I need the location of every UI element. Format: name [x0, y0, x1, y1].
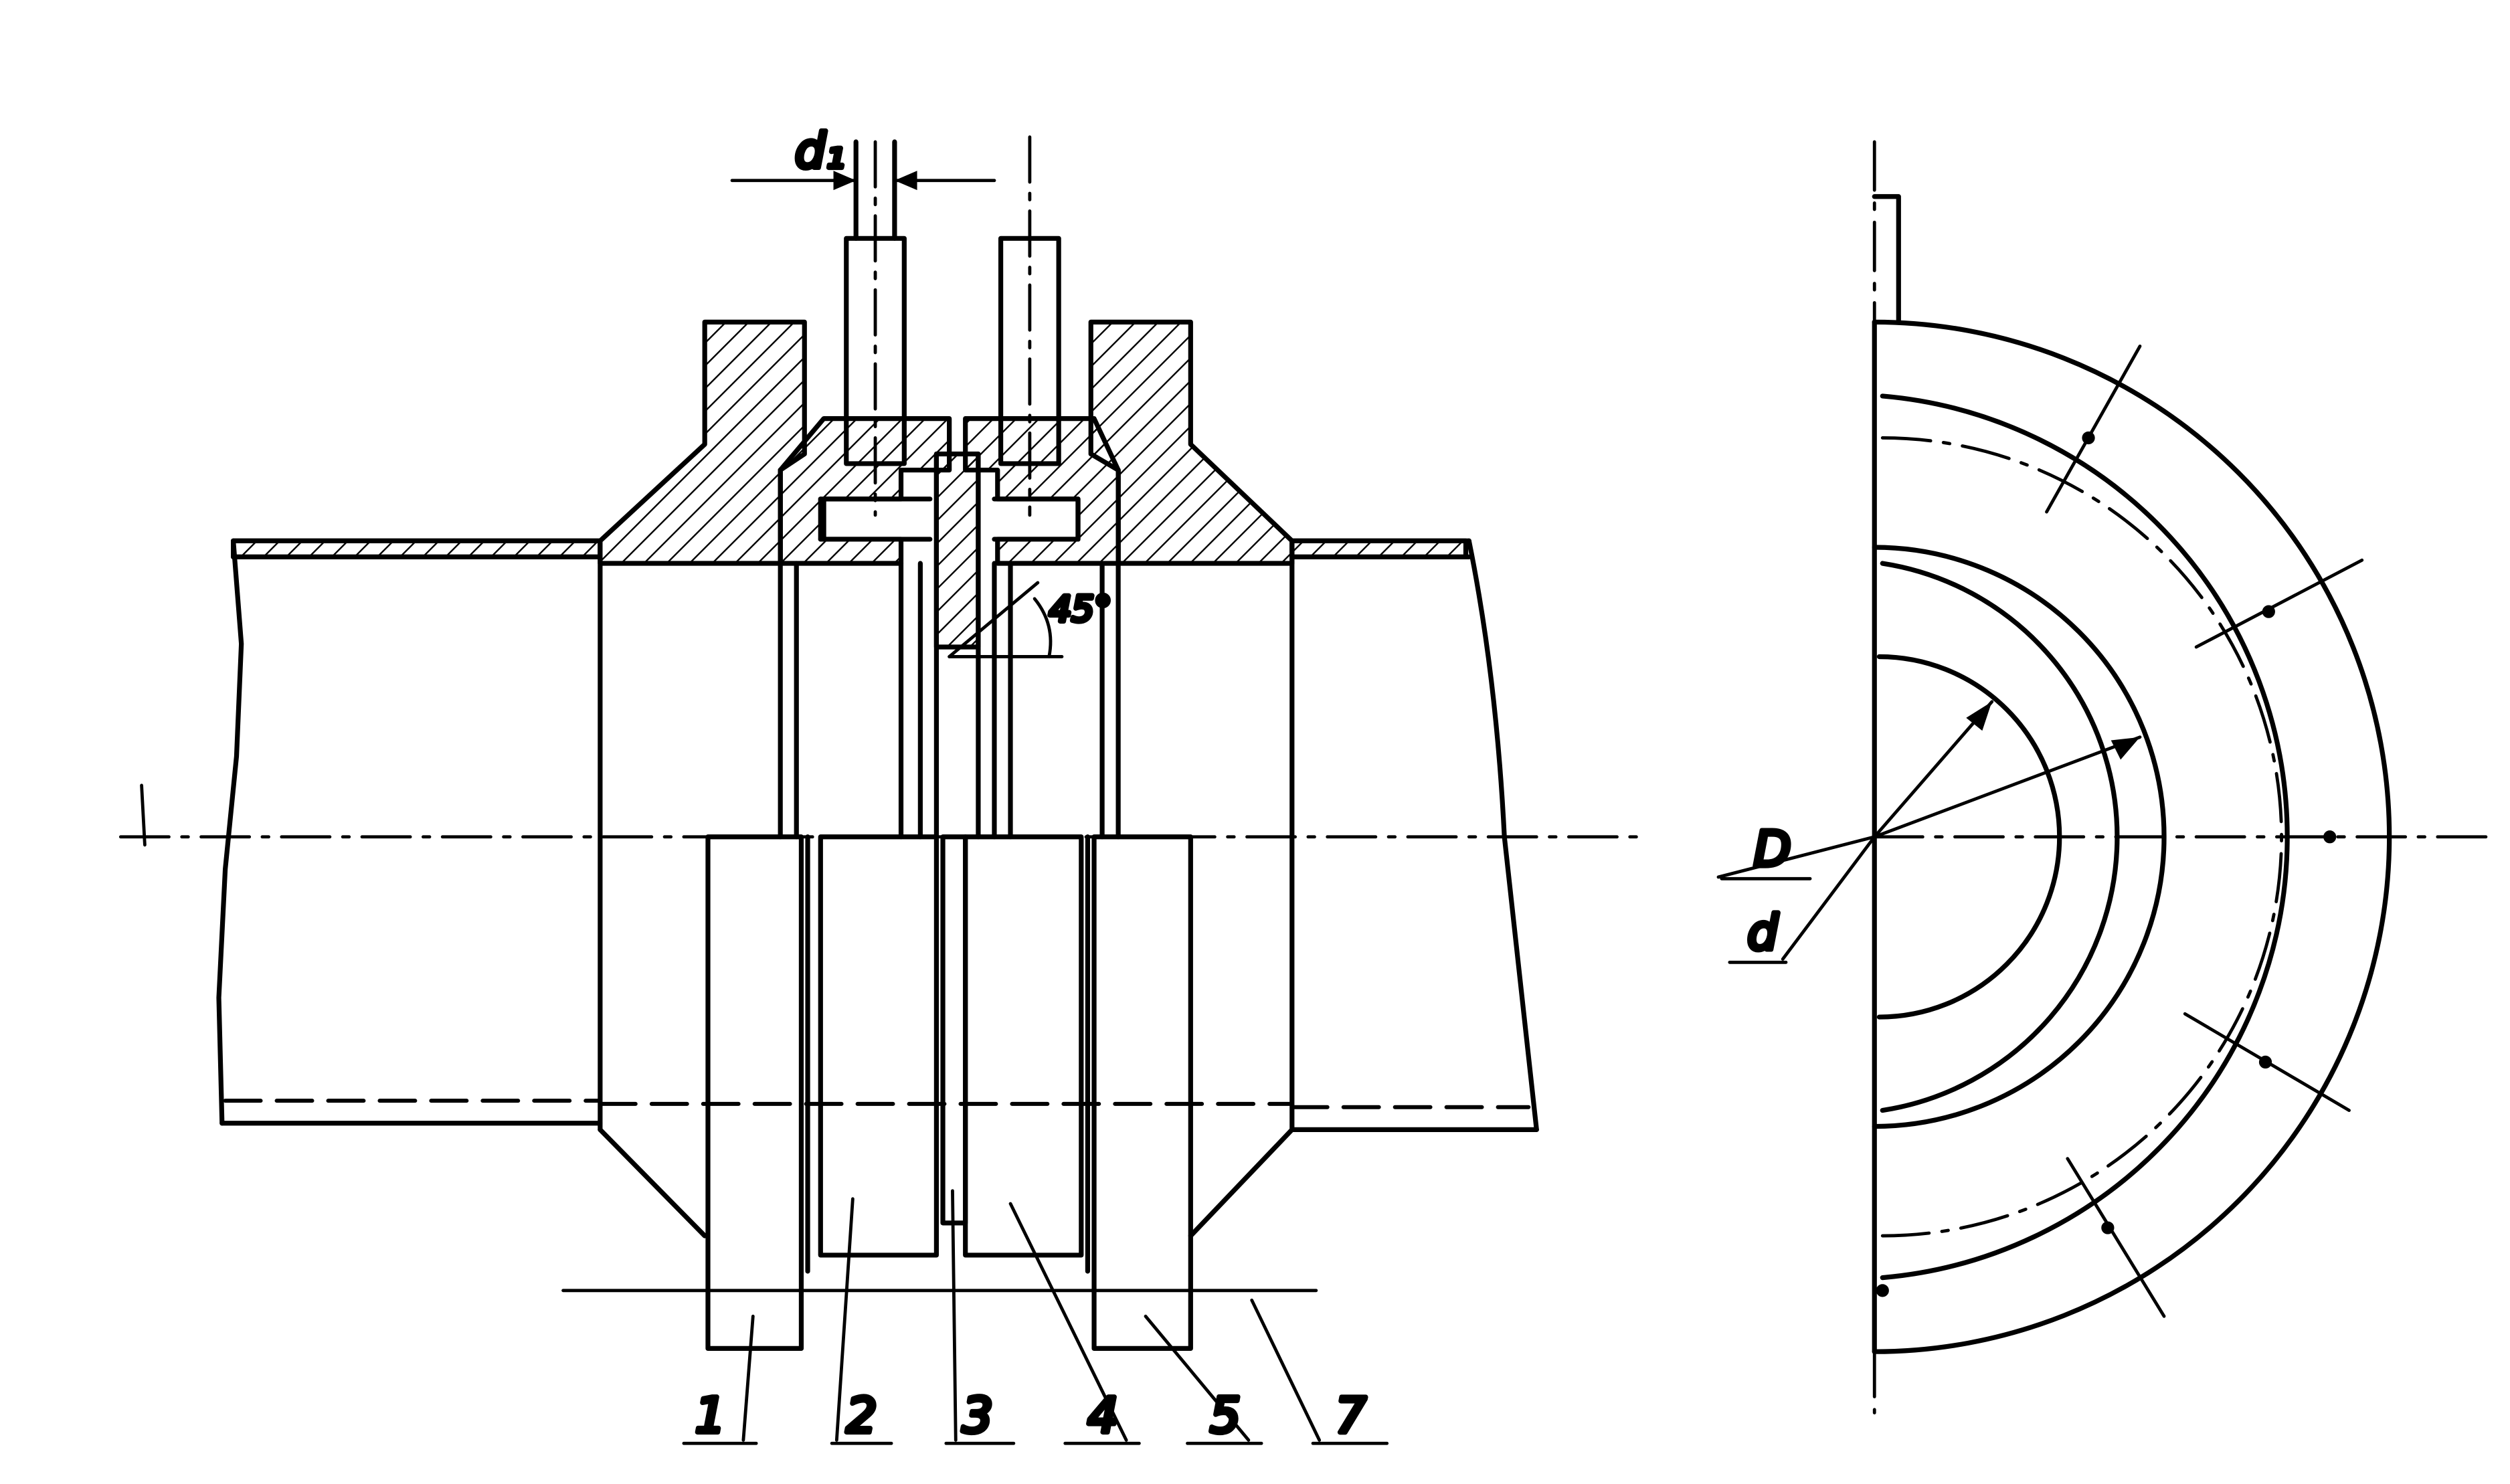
axis-tick — [140, 783, 147, 847]
dimension-d-label: d — [1747, 905, 1779, 961]
angle-45-label: 45° — [1049, 589, 1112, 630]
left-flange-section — [598, 319, 807, 566]
plate-3 — [940, 834, 968, 1226]
part-label-3: 3 — [962, 1388, 993, 1444]
leader-lines — [682, 1189, 1389, 1445]
angle-45-mark: 45° — [948, 581, 1114, 658]
dimension-D-label: D — [1754, 822, 1791, 878]
part-label-2: 2 — [846, 1388, 877, 1444]
diameter-dimensions — [1716, 700, 2142, 964]
left-shaft — [818, 139, 933, 542]
part-label-1: 1 — [695, 1388, 726, 1444]
disc-4 — [963, 834, 1084, 1258]
small-bore-arc — [1876, 654, 2062, 1020]
bolt-circle-arc — [1880, 436, 2283, 1238]
end-view: D d — [1716, 140, 2493, 1414]
section-view: d₁ 45° — [118, 121, 1651, 1447]
dimension-d1-label: d₁ — [795, 124, 845, 180]
flange-disc-5 — [1091, 834, 1193, 1352]
dimension-d1: d₁ — [730, 121, 996, 191]
flange-disc-1 — [705, 834, 804, 1352]
right-shaft — [992, 135, 1081, 542]
right-flange-section — [1088, 319, 1295, 566]
part-label-7: 7 — [1336, 1388, 1366, 1444]
inner-bore-arc-inner — [1880, 561, 2120, 1113]
outer-flange-arc — [1872, 319, 2392, 1354]
part-label-4: 4 — [1087, 1388, 1118, 1444]
second-arc — [1880, 393, 2290, 1281]
bolt-hole-markers — [1876, 344, 2364, 1318]
inner-bore-arc-outer — [1872, 545, 2167, 1129]
central-plate-section — [933, 451, 981, 650]
left-pipe — [216, 538, 603, 1126]
part-label-5: 5 — [1210, 1388, 1241, 1444]
disc-2 — [818, 834, 939, 1258]
